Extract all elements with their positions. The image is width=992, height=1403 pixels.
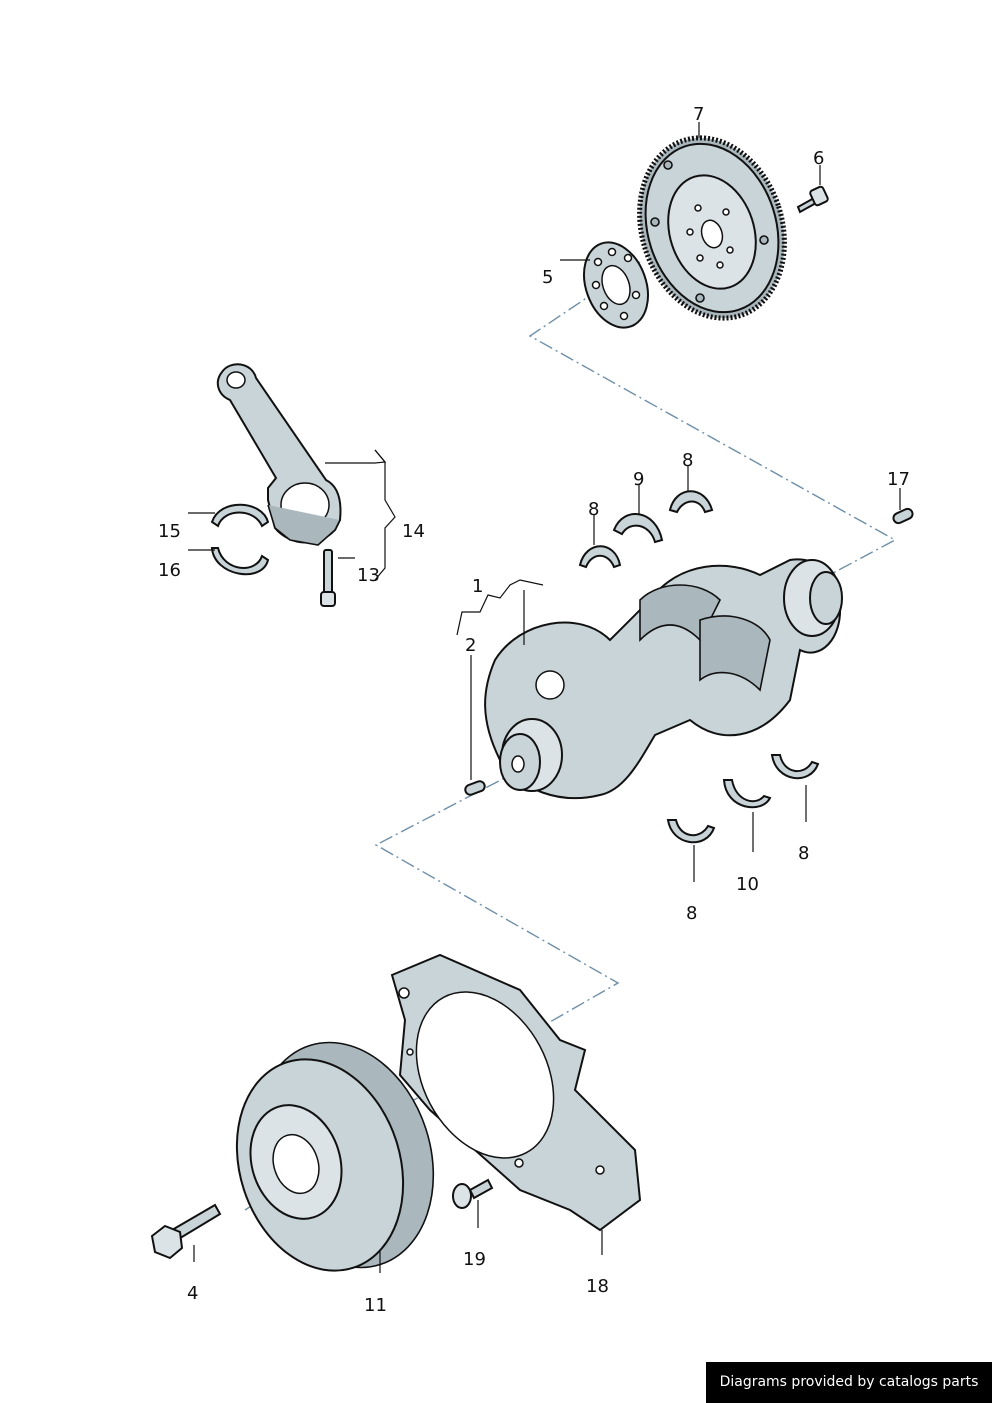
callout-2: 2	[465, 635, 476, 656]
thrust-washer-upper-left[interactable]	[578, 545, 622, 569]
rod-bearing-shell-upper[interactable]	[210, 503, 270, 528]
callout-8-lower-right: 8	[798, 843, 809, 864]
callout-16: 16	[158, 560, 181, 581]
callout-15: 15	[158, 521, 181, 542]
callout-1: 1	[472, 576, 483, 597]
callout-14: 14	[402, 521, 425, 542]
pulley-bolt[interactable]	[150, 1203, 222, 1260]
credit-banner: Diagrams provided by catalogs parts	[706, 1362, 992, 1403]
callout-19: 19	[463, 1249, 486, 1270]
vibration-damper-pulley[interactable]	[211, 1019, 462, 1292]
thrust-washer-upper-right[interactable]	[668, 490, 714, 514]
thrust-washer-lower-left[interactable]	[666, 819, 716, 844]
callout-17: 17	[887, 469, 910, 490]
main-bearing-shell-lower[interactable]	[722, 779, 772, 809]
callout-18: 18	[586, 1276, 609, 1297]
shim-plate[interactable]	[573, 233, 659, 336]
assembly-axis-lower	[374, 769, 620, 1109]
callout-11: 11	[364, 1295, 387, 1316]
callout-5: 5	[542, 267, 553, 288]
flywheel-bolt[interactable]	[796, 185, 829, 214]
callout-7: 7	[693, 104, 704, 125]
assembly-axis-upper	[528, 261, 897, 581]
callout-8-upper-left: 8	[588, 499, 599, 520]
callout-labels: 7 6 5 8 17 9 8 14 15 16 13 1 2 8 10 8 19…	[158, 104, 910, 1316]
rod-bolt[interactable]	[320, 549, 336, 607]
callout-10: 10	[736, 874, 759, 895]
thrust-washer-lower-right[interactable]	[770, 754, 820, 780]
flywheel[interactable]	[617, 119, 807, 337]
main-bearing-shell-upper[interactable]	[612, 513, 664, 544]
crankshaft[interactable]	[484, 558, 843, 800]
callout-8-lower-left: 8	[686, 903, 697, 924]
leader-lines	[188, 122, 901, 1273]
callout-8-upper-right: 8	[682, 450, 693, 471]
callout-13: 13	[357, 565, 380, 586]
connecting-rod[interactable]	[216, 363, 342, 546]
cover-bolt[interactable]	[452, 1178, 494, 1209]
dowel-pin-rear[interactable]	[892, 507, 914, 525]
callout-6: 6	[813, 148, 824, 169]
dowel-pin-front[interactable]	[464, 780, 486, 796]
callout-4: 4	[187, 1283, 198, 1304]
callout-9: 9	[633, 469, 644, 490]
engine-cover-flange[interactable]	[389, 953, 642, 1232]
rod-bearing-shell-lower[interactable]	[210, 547, 270, 576]
